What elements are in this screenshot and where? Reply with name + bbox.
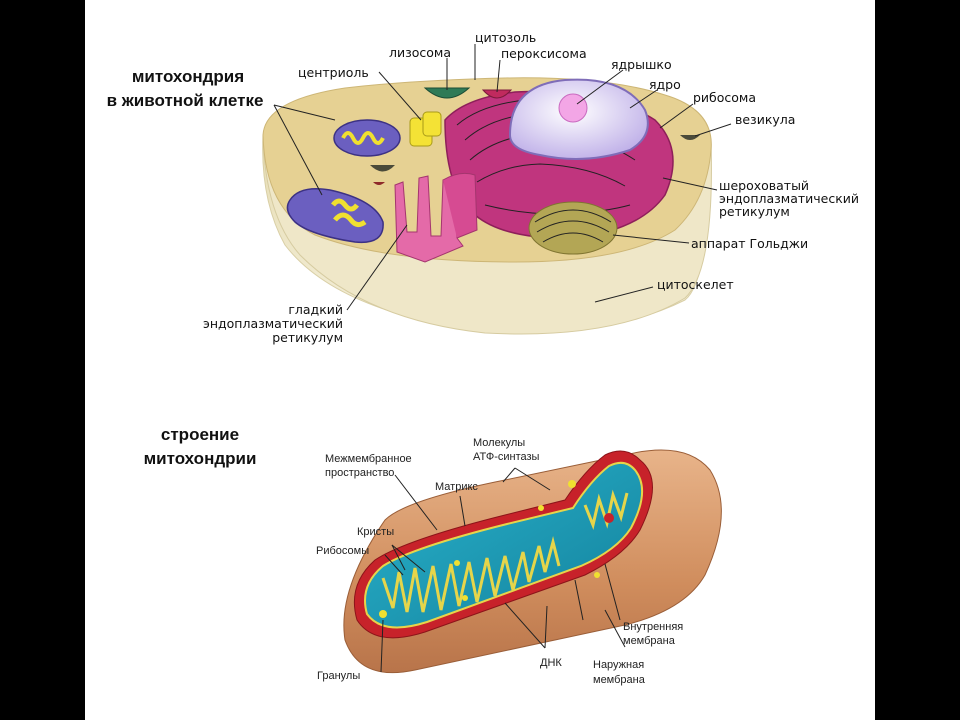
- label-outer-2: мембрана: [593, 674, 646, 686]
- label-golgi: аппарат Гольджи: [691, 236, 808, 251]
- label-atp-2: АТФ-синтазы: [473, 451, 540, 463]
- peroxisome: [481, 89, 513, 99]
- label-atp-1: Молекулы: [473, 437, 525, 449]
- label-rough-er-2: эндоплазматический: [719, 191, 859, 206]
- label-peroxisome: пероксисома: [501, 46, 587, 61]
- label-inner-2: мембрана: [623, 635, 676, 647]
- golgi-apparatus: [528, 201, 618, 255]
- nucleolus: [558, 93, 588, 123]
- label-nucleus: ядро: [649, 77, 681, 92]
- label-ribosomes: Рибосомы: [316, 545, 369, 557]
- label-vesicle: везикула: [735, 112, 795, 127]
- cell-mitochondrion-bottom: [286, 188, 384, 244]
- cell-leader-lines: [273, 44, 732, 311]
- mitochondrion-structure: строение митохондрии Молекулы АТФ-синтаз…: [144, 425, 722, 686]
- label-inner-1: Внутренняя: [623, 621, 683, 633]
- cell-title-line1: митохондрия: [132, 67, 244, 86]
- mito-matrix: [364, 461, 644, 629]
- vesicle: [680, 135, 700, 140]
- mito-granules: [379, 480, 614, 618]
- mito-cristae: [381, 489, 629, 613]
- vesicle-small: [370, 165, 395, 172]
- label-lysosome: лизосома: [389, 45, 451, 60]
- label-cristae: Кристы: [357, 526, 394, 538]
- label-matrix: Матрикс: [435, 481, 478, 493]
- animal-cell: митохондрия в животной клетке цитозоль л…: [107, 30, 859, 345]
- nucleus: [508, 78, 649, 160]
- lysosome: [423, 87, 471, 99]
- label-outer-1: Наружная: [593, 659, 644, 671]
- label-rough-er-3: ретикулум: [719, 204, 790, 219]
- label-centriole: центриоль: [298, 65, 369, 80]
- cell-title-line2: в животной клетке: [107, 91, 264, 110]
- vesicle-small-2: [373, 182, 385, 185]
- label-nucleolus: ядрышко: [611, 57, 672, 72]
- label-smooth-er-3: ретикулум: [272, 330, 343, 345]
- centriole: [409, 111, 442, 147]
- slide: митохондрия в животной клетке цитозоль л…: [85, 0, 875, 720]
- label-smooth-er-1: гладкий: [288, 302, 343, 317]
- label-cytosol: цитозоль: [475, 30, 536, 45]
- label-granules: Гранулы: [317, 670, 360, 682]
- label-cytoskeleton: цитоскелет: [657, 277, 734, 292]
- smooth-er: [394, 172, 478, 263]
- biology-diagram: митохондрия в животной клетке цитозоль л…: [107, 30, 859, 686]
- mito-title-line2: митохондрии: [144, 449, 257, 468]
- label-smooth-er-2: эндоплазматический: [203, 316, 343, 331]
- label-intermembrane-1: Межмембранное: [325, 453, 412, 465]
- cell-mitochondrion-top: [333, 119, 401, 157]
- label-ribosome: рибосома: [693, 90, 756, 105]
- mito-title-line1: строение: [161, 425, 239, 444]
- label-dna: ДНК: [540, 657, 562, 669]
- mito-leader-lines: [380, 467, 626, 673]
- label-rough-er-1: шероховатый: [719, 178, 809, 193]
- label-intermembrane-2: пространство: [325, 467, 394, 479]
